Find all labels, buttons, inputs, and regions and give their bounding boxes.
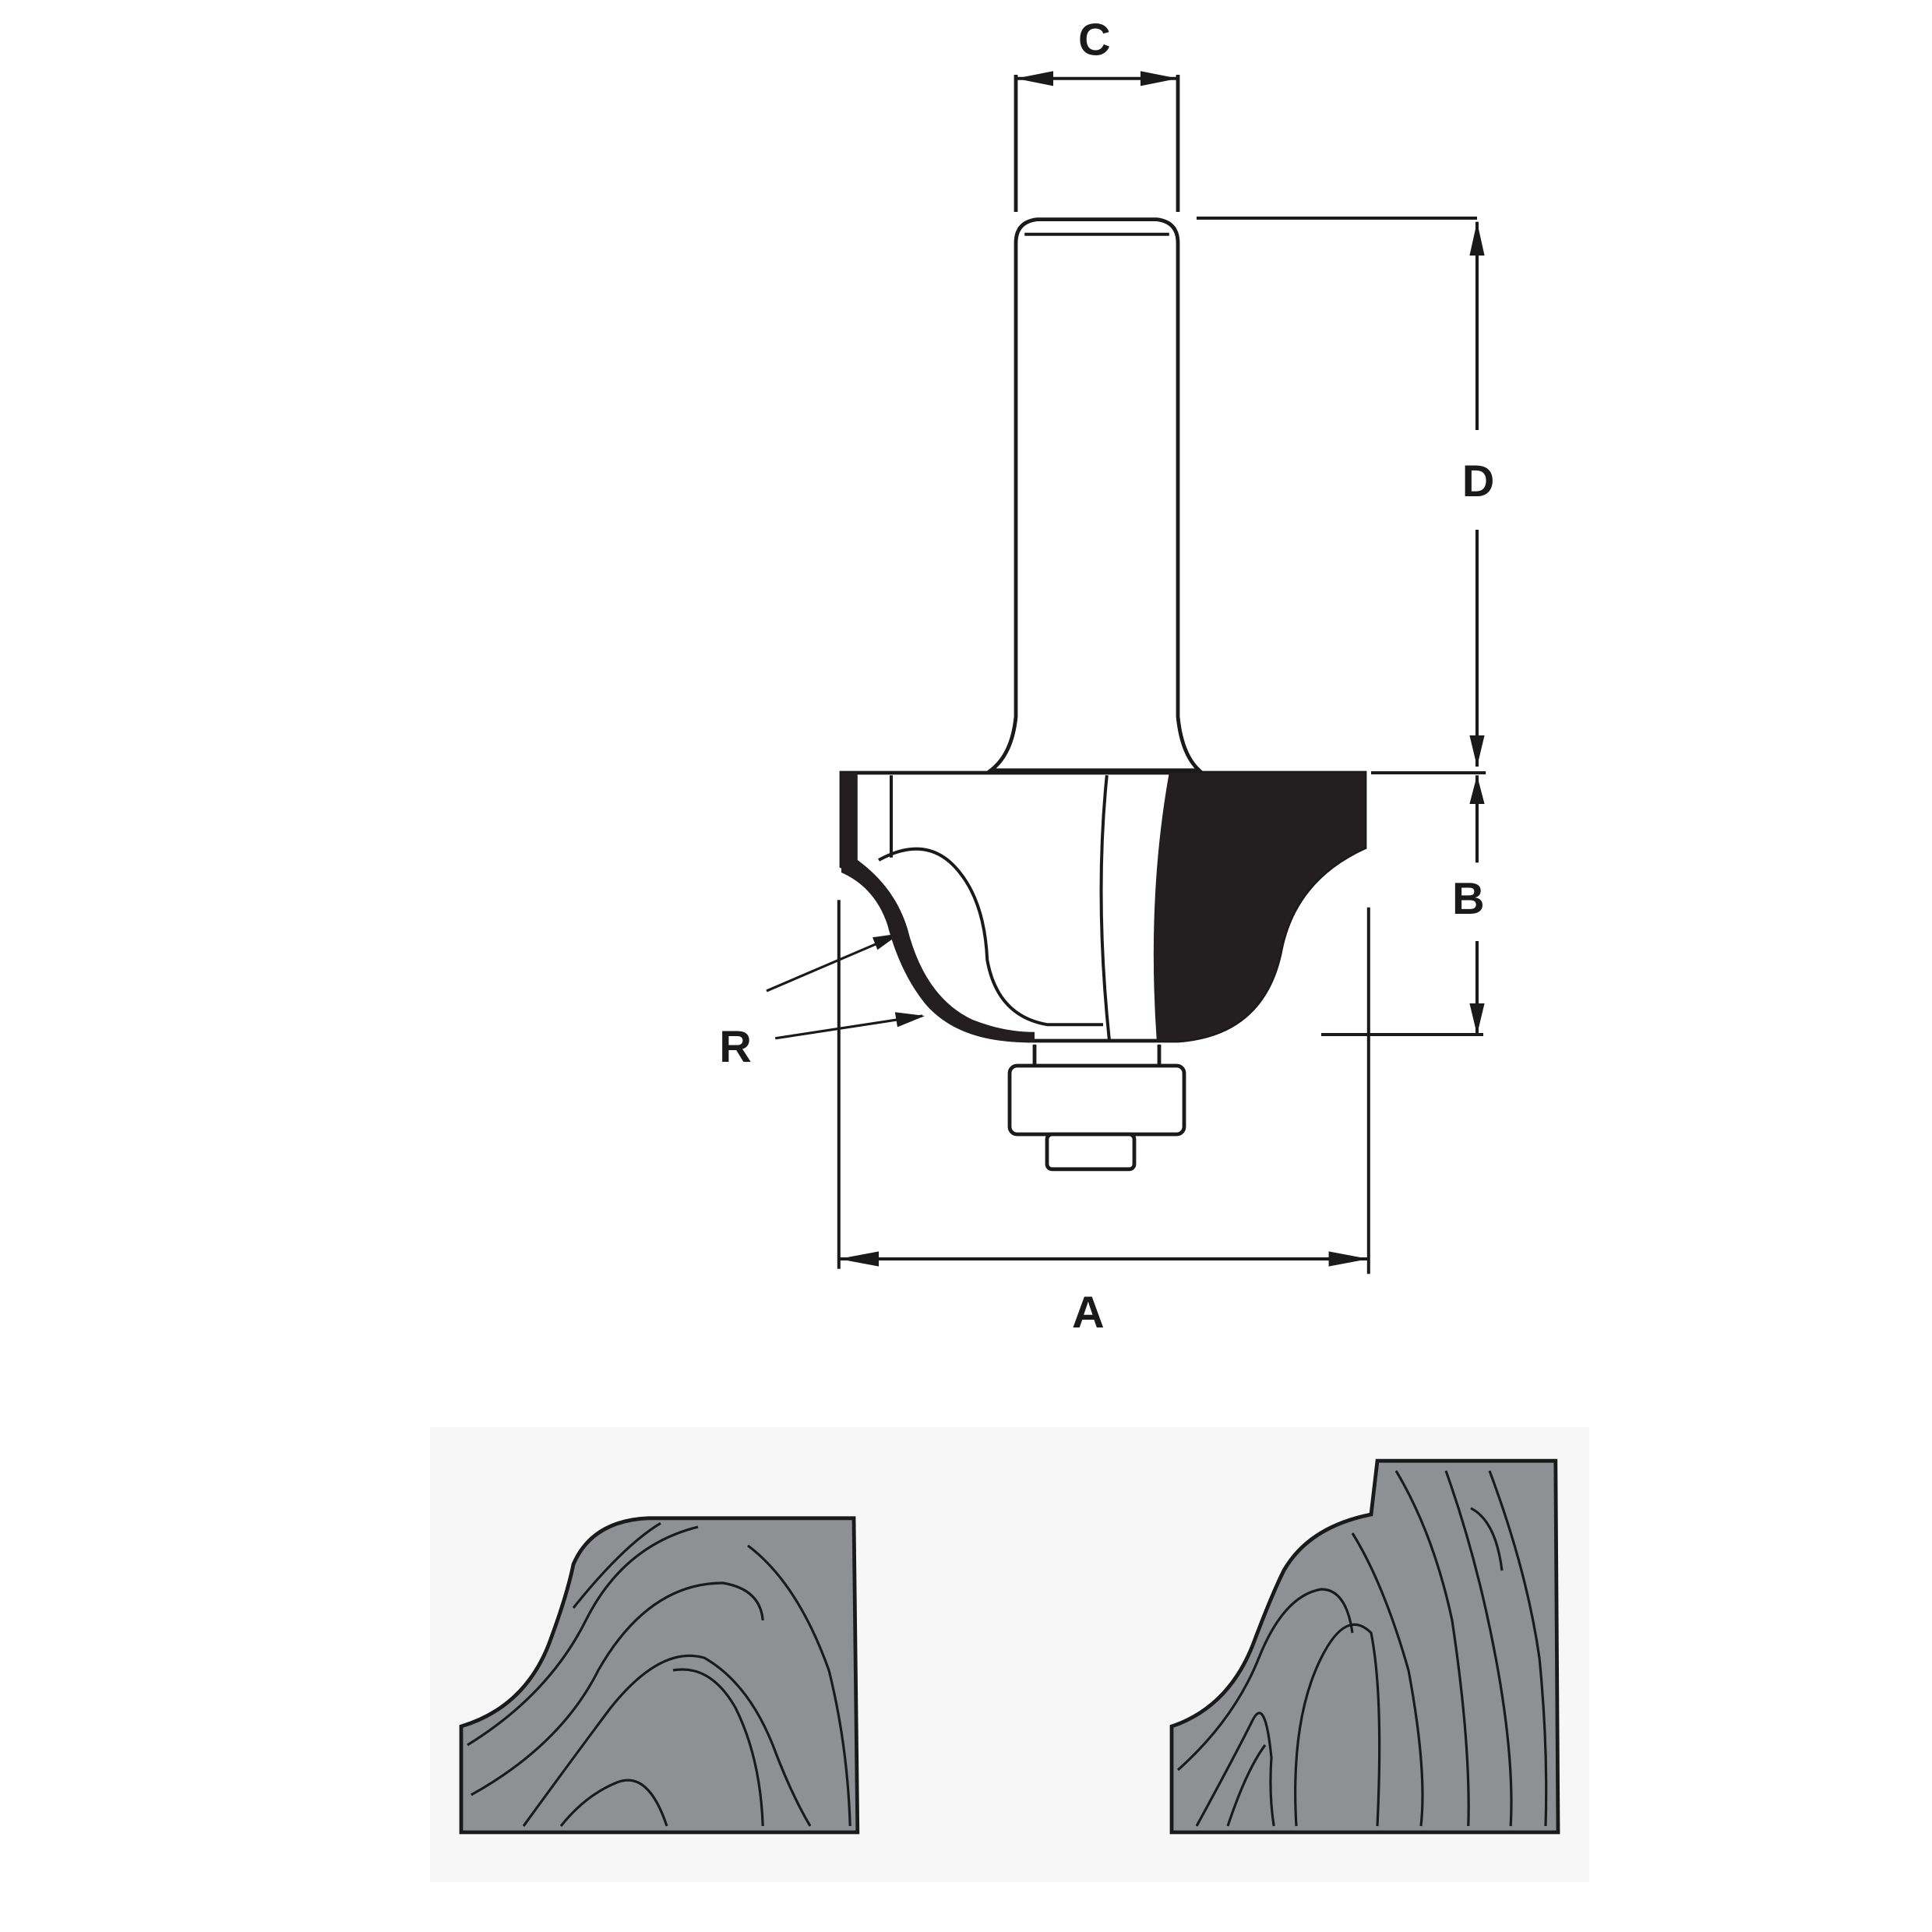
label-a: A bbox=[1072, 1288, 1105, 1338]
dimension-b bbox=[1321, 771, 1486, 1036]
label-r: R bbox=[719, 1022, 752, 1072]
dimension-d bbox=[1197, 217, 1485, 767]
carbide-left-icon bbox=[841, 773, 1035, 1042]
label-c: C bbox=[1078, 15, 1111, 65]
cutter-body bbox=[839, 770, 1367, 1043]
profile-single-step bbox=[459, 1516, 860, 1835]
label-d: D bbox=[1462, 457, 1495, 506]
carbide-right-icon bbox=[1153, 773, 1365, 1041]
profile-with-fillet bbox=[1169, 1458, 1560, 1835]
dimension-a bbox=[837, 900, 1370, 1274]
bearing bbox=[1007, 1044, 1186, 1172]
label-b: B bbox=[1452, 874, 1485, 924]
shank bbox=[985, 217, 1204, 773]
dimension-c bbox=[1014, 71, 1180, 212]
